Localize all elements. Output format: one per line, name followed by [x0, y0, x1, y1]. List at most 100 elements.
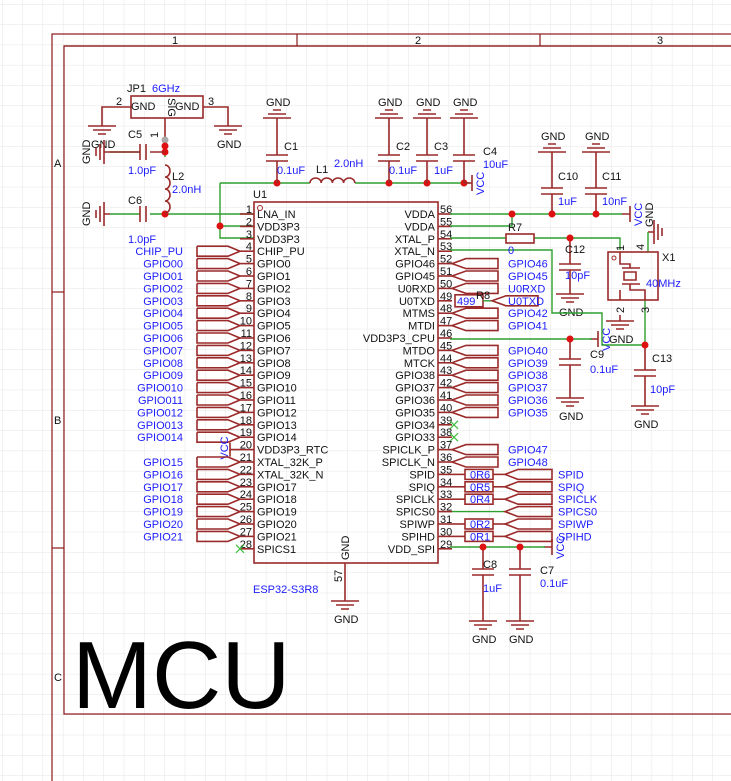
- net-label-GPIO37[interactable]: GPIO37: [449, 381, 548, 395]
- net-label-GPIO42[interactable]: GPIO42: [449, 307, 548, 320]
- jp1-connector[interactable]: JP1 6GHz GND GND SIG 2 3 1: [101, 83, 229, 140]
- net-label-GPIO04[interactable]: GPIO04: [143, 307, 241, 320]
- net-label-GPIO09[interactable]: GPIO09: [143, 369, 241, 382]
- net-label-CHIP_PU[interactable]: CHIP_PU: [135, 245, 241, 258]
- inductor-l2[interactable]: L2 2.0nH: [164, 164, 201, 214]
- net-label-GPIO41[interactable]: GPIO41: [449, 319, 548, 333]
- net-label-GPIO36[interactable]: GPIO36: [449, 394, 548, 407]
- net-label-GPIO012[interactable]: GPIO012: [137, 406, 241, 419]
- net-label-GPIO03[interactable]: GPIO03: [143, 295, 241, 308]
- net-label-GPIO15[interactable]: GPIO15: [143, 456, 241, 469]
- net-label-GPIO02[interactable]: GPIO02: [143, 282, 241, 295]
- inductor-l1[interactable]: L1 2.0nH: [309, 158, 363, 184]
- net-label-GPIO17[interactable]: GPIO17: [143, 481, 241, 494]
- net-label-GPIO16[interactable]: GPIO16: [143, 468, 241, 481]
- net-label-GPIO46[interactable]: GPIO46: [449, 257, 548, 271]
- net-label-GPIO35[interactable]: GPIO35: [449, 406, 548, 419]
- net-label-SPID[interactable]: SPID: [502, 468, 584, 481]
- capacitor-c1[interactable]: C10.1uF: [266, 124, 305, 183]
- net-label-GPIO010[interactable]: GPIO010: [137, 381, 241, 395]
- net-label-GPIO19[interactable]: GPIO19: [143, 505, 241, 519]
- capacitor-c6[interactable]: C6 1.0pF: [128, 195, 156, 246]
- net-label-GPIO45[interactable]: GPIO45: [449, 270, 548, 283]
- net-label-GPIO06[interactable]: GPIO06: [143, 332, 241, 345]
- net-label-GPIO48[interactable]: GPIO48: [449, 456, 548, 469]
- net-label-GPIO20[interactable]: GPIO20: [143, 518, 241, 531]
- crystal-x1[interactable]: X1 40MHz 1 2 3 4: [607, 244, 681, 313]
- net-label-GPIO05[interactable]: GPIO05: [143, 319, 241, 333]
- net-label-GPIO01[interactable]: GPIO01: [143, 270, 241, 283]
- net-label-GPIO18[interactable]: GPIO18: [143, 493, 241, 506]
- net-label-GPIO08[interactable]: GPIO08: [143, 357, 241, 370]
- net-label-GPIO47[interactable]: GPIO47: [449, 443, 548, 457]
- net-label-U0RXD[interactable]: U0RXD: [449, 282, 545, 295]
- net-label-GPIO40[interactable]: GPIO40: [449, 344, 548, 357]
- net-label-SPICS0[interactable]: SPICS0: [502, 505, 597, 519]
- net-label-GPIO38[interactable]: GPIO38: [449, 369, 548, 382]
- net-label-GPIO00[interactable]: GPIO00: [143, 257, 241, 271]
- net-label-GPIO013[interactable]: GPIO013: [137, 419, 241, 432]
- net-label-SPIWP[interactable]: SPIWP: [502, 518, 593, 531]
- net-label-GPIO014[interactable]: GPIO014: [137, 431, 241, 444]
- capacitor-c9[interactable]: C90.1uF: [559, 339, 618, 392]
- capacitor-c2[interactable]: C20.1uF: [378, 124, 417, 183]
- net-label-SPIQ[interactable]: SPIQ: [502, 481, 585, 494]
- net-label-SPICLK[interactable]: SPICLK: [502, 493, 598, 506]
- net-label-SPIHD[interactable]: SPIHD: [502, 530, 592, 543]
- net-label-GPIO21[interactable]: GPIO21: [143, 530, 241, 543]
